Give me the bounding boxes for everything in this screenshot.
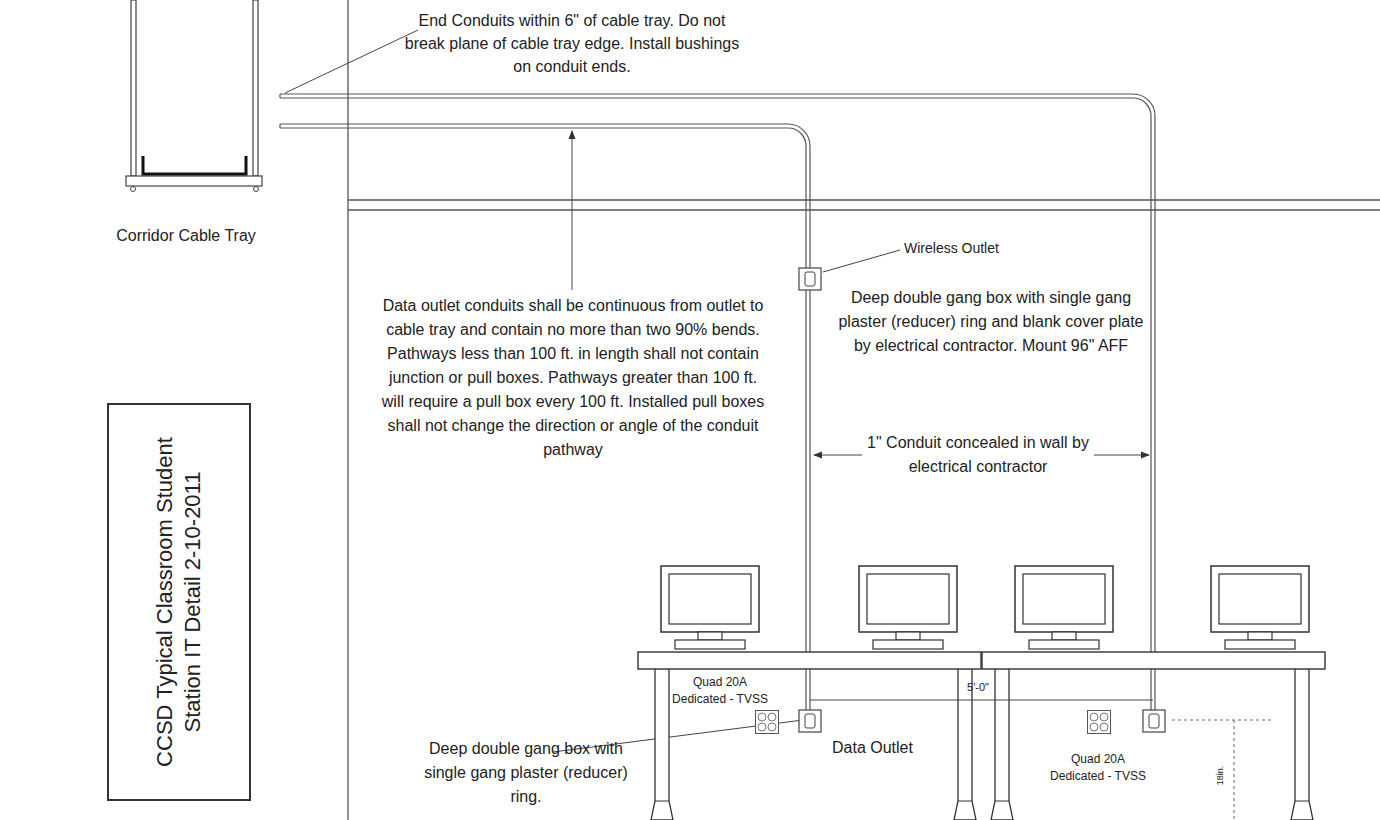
leader-lines [285, 30, 1149, 752]
receptacle-label: Quad 20A Dedicated - TVSS [668, 674, 772, 708]
table [638, 652, 1325, 820]
box-note: Deep double gang box with single gang pl… [834, 286, 1148, 358]
dimension-label: 18in. [1215, 756, 1226, 796]
height-dimension [1172, 720, 1272, 820]
wireless-outlet-box [799, 268, 821, 290]
tray-label: Corridor Cable Tray [88, 225, 284, 247]
receptacle-label: Quad 20A Dedicated - TVSS [1046, 751, 1150, 785]
title-block: CCSD Typical Classroom Student Station I… [107, 403, 251, 801]
dimension-line [810, 700, 1153, 701]
conduit-note: Data outlet conduits shall be continuous… [377, 294, 769, 462]
title-text: CCSD Typical Classroom Student Station I… [151, 418, 207, 786]
dimension-note: 1" Conduit concealed in wall by electric… [862, 431, 1094, 479]
dimension-label: 5'-0" [956, 681, 1000, 694]
receptacle [756, 711, 1111, 734]
callout-note: End Conduits within 6" of cable tray. Do… [398, 9, 746, 78]
conduit [280, 94, 1155, 712]
outlet-label: Data Outlet [832, 737, 952, 759]
cable-tray [126, 0, 262, 192]
callout-label: Wireless Outlet [904, 238, 1064, 258]
wall-lines [348, 0, 1380, 820]
data-outlet-box [799, 710, 1165, 732]
monitor [661, 566, 1309, 649]
box-note: Deep double gang box with single gang pl… [410, 737, 642, 809]
